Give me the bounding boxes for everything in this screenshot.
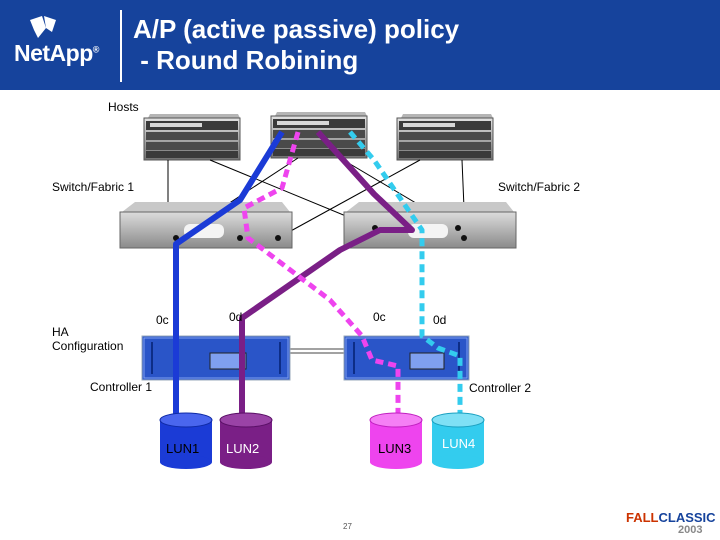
title-line-2: - Round Robining (133, 45, 359, 75)
lun4-label: LUN4 (442, 436, 476, 451)
lun1-cylinder (159, 412, 213, 469)
fall-classic-brand: FALLCLASSIC (626, 510, 716, 525)
logo-wordmark: NetApp® (14, 40, 99, 66)
lun3-label: LUN3 (378, 441, 412, 456)
controller-1-label: Controller 1 (90, 380, 153, 394)
netapp-logo (30, 16, 56, 38)
hosts-label: Hosts (108, 100, 139, 114)
controller-2-port-0d: 0d (433, 313, 447, 327)
switch-fabric-1-label: Switch/Fabric 1 (52, 180, 135, 194)
host-server-1 (143, 114, 241, 161)
controller-2-label: Controller 2 (469, 381, 532, 395)
switch-fabric-2 (343, 202, 517, 249)
host-server-3 (396, 114, 494, 161)
controller-1-port-0c: 0c (156, 313, 169, 327)
lun2-cylinder (219, 412, 273, 469)
switch-fabric-2-label: Switch/Fabric 2 (498, 180, 581, 194)
path-purple-lun2 (239, 129, 415, 418)
path-cyan-lun4 (348, 130, 463, 420)
lun3-cylinder (369, 412, 423, 469)
lun1-label: LUN1 (166, 441, 200, 456)
path-blue-lun1 (173, 130, 285, 418)
brand-year: 2003 (678, 524, 703, 536)
ha-configuration-label: Configuration (52, 339, 124, 353)
lun2-label: LUN2 (226, 441, 260, 456)
ha-label: HA (52, 325, 69, 339)
title-line-1: A/P (active passive) policy (133, 14, 460, 44)
header-banner: NetApp® A/P (active passive) policy - Ro… (0, 0, 720, 90)
controller-1-chassis (141, 335, 291, 381)
controller-2-port-0c: 0c (373, 310, 386, 324)
page-number: 27 (343, 522, 352, 531)
lun4-cylinder (431, 412, 485, 469)
controller-1-port-0d: 0d (229, 310, 243, 324)
ha-interconnect (290, 348, 344, 354)
slide-title: A/P (active passive) policy - Round Robi… (133, 14, 459, 76)
header-divider (120, 10, 122, 82)
path-magenta-lun3 (241, 131, 401, 418)
